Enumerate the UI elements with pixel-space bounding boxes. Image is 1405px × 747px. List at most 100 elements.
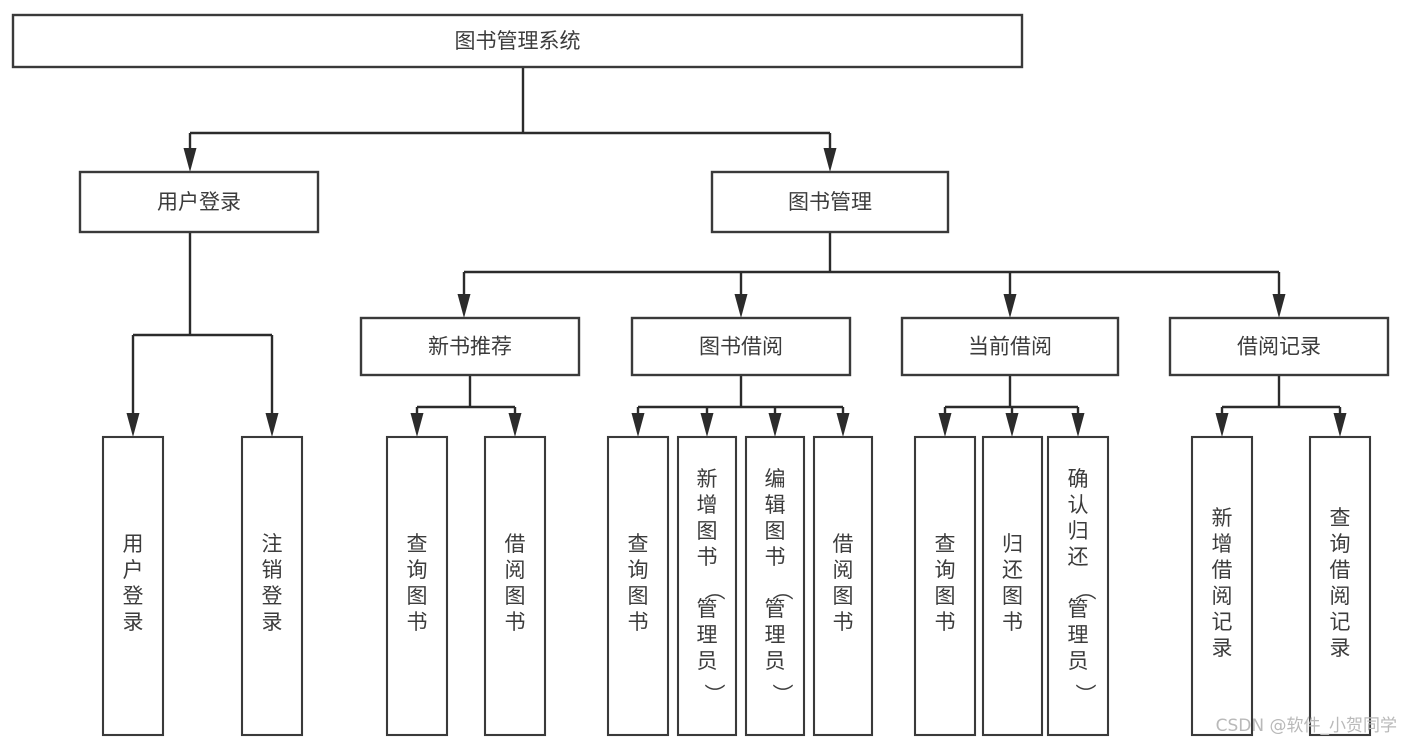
node-label-char: 增 xyxy=(1212,532,1233,556)
node-label-char: （ xyxy=(1073,580,1097,601)
node-box xyxy=(812,435,874,737)
node-label-char: ） xyxy=(702,684,726,705)
node-label-char: 询 xyxy=(935,558,956,582)
node-label-char: 书 xyxy=(935,610,956,634)
connector-arrowhead xyxy=(410,413,424,437)
node-new-book-recommend[interactable]: 新书推荐 xyxy=(359,316,581,377)
node-label-char: 借 xyxy=(833,532,854,556)
node-label-char: 书 xyxy=(505,610,526,634)
connector-arrowhead xyxy=(1215,413,1229,437)
node-label: 图书借阅 xyxy=(699,335,783,359)
node-box xyxy=(385,435,449,737)
node-label-char: 阅 xyxy=(1330,584,1351,608)
node-label-char: 查 xyxy=(935,532,956,556)
node-label-char: 图 xyxy=(505,584,526,608)
node-root[interactable]: 图书管理系统 xyxy=(11,13,1024,69)
node-book-manage[interactable]: 图书管理 xyxy=(710,170,950,234)
node-label-char: 管 xyxy=(765,597,786,621)
node-box xyxy=(630,316,852,377)
node-label-char: 还 xyxy=(1068,545,1089,569)
node-label-char: 注 xyxy=(262,532,283,556)
node-box xyxy=(483,435,547,737)
connector-arrowhead xyxy=(938,413,952,437)
connector-arrowhead xyxy=(183,148,197,172)
node-box xyxy=(710,170,950,234)
node-label-char: 归 xyxy=(1002,532,1023,556)
node-label-char: 用 xyxy=(123,532,144,556)
node-current-borrow[interactable]: 当前借阅 xyxy=(900,316,1120,377)
node-box xyxy=(744,435,806,737)
node-box xyxy=(1168,316,1390,377)
connector-layer xyxy=(126,67,1347,437)
connector-arrowhead xyxy=(457,294,471,318)
node-label-char: 借 xyxy=(1330,558,1351,582)
connector-arrowhead xyxy=(631,413,645,437)
connector-arrowhead xyxy=(836,413,850,437)
connector-arrowhead xyxy=(734,294,748,318)
node-label-char: 借 xyxy=(1212,558,1233,582)
node-label-char: 阅 xyxy=(505,558,526,582)
node-label-char: 新 xyxy=(697,467,718,491)
node-box xyxy=(11,13,1024,69)
node-label-char: 理 xyxy=(697,623,718,647)
node-label-char: 询 xyxy=(407,558,428,582)
node-label-char: 图 xyxy=(833,584,854,608)
node-box xyxy=(606,435,670,737)
node-label-char: 新 xyxy=(1212,506,1233,530)
node-label-char: 书 xyxy=(628,610,649,634)
node-label-char: 登 xyxy=(123,584,144,608)
node-box xyxy=(900,316,1120,377)
node-label-char: 增 xyxy=(697,493,718,517)
node-box xyxy=(240,435,304,737)
node-label-char: 员 xyxy=(765,649,786,673)
node-label-char: 确 xyxy=(1068,467,1089,491)
node-label-char: 查 xyxy=(1330,506,1351,530)
node-box xyxy=(359,316,581,377)
node-label-char: 书 xyxy=(833,610,854,634)
node-label-char: 户 xyxy=(123,558,144,582)
node-label-char: 录 xyxy=(123,610,144,634)
connector-arrowhead xyxy=(823,148,837,172)
connector-arrowhead xyxy=(700,413,714,437)
node-box xyxy=(78,170,320,234)
node-label-char: 录 xyxy=(1212,636,1233,660)
node-layer: 图书管理系统用户登录图书管理新书推荐图书借阅当前借阅借阅记录用户登录注销登录查询… xyxy=(11,13,1390,737)
node-box xyxy=(981,435,1044,737)
node-label-char: 员 xyxy=(1068,649,1089,673)
connector-arrowhead xyxy=(508,413,522,437)
node-label-char: 询 xyxy=(628,558,649,582)
node-box xyxy=(1308,435,1372,737)
node-label-char: 归 xyxy=(1068,519,1089,543)
node-user-login[interactable]: 用户登录 xyxy=(78,170,320,234)
connector-arrowhead xyxy=(1005,413,1019,437)
node-label-char: 图 xyxy=(407,584,428,608)
node-borrow-record[interactable]: 借阅记录 xyxy=(1168,316,1390,377)
node-label-char: ） xyxy=(1073,684,1097,705)
node-label-char: 辑 xyxy=(765,493,786,517)
node-book-borrow[interactable]: 图书借阅 xyxy=(630,316,852,377)
node-label-char: （ xyxy=(702,580,726,601)
node-leaf-user-login[interactable]: 用户登录 xyxy=(101,435,165,737)
connector-arrowhead xyxy=(1272,294,1286,318)
node-label-char: 认 xyxy=(1068,493,1089,517)
node-box xyxy=(913,435,977,737)
node-label-char: 编 xyxy=(765,467,786,491)
node-label-char: 书 xyxy=(697,545,718,569)
node-label: 图书管理 xyxy=(788,190,872,214)
node-label-char: 理 xyxy=(1068,623,1089,647)
node-label-char: 阅 xyxy=(1212,584,1233,608)
node-label-char: 书 xyxy=(765,545,786,569)
